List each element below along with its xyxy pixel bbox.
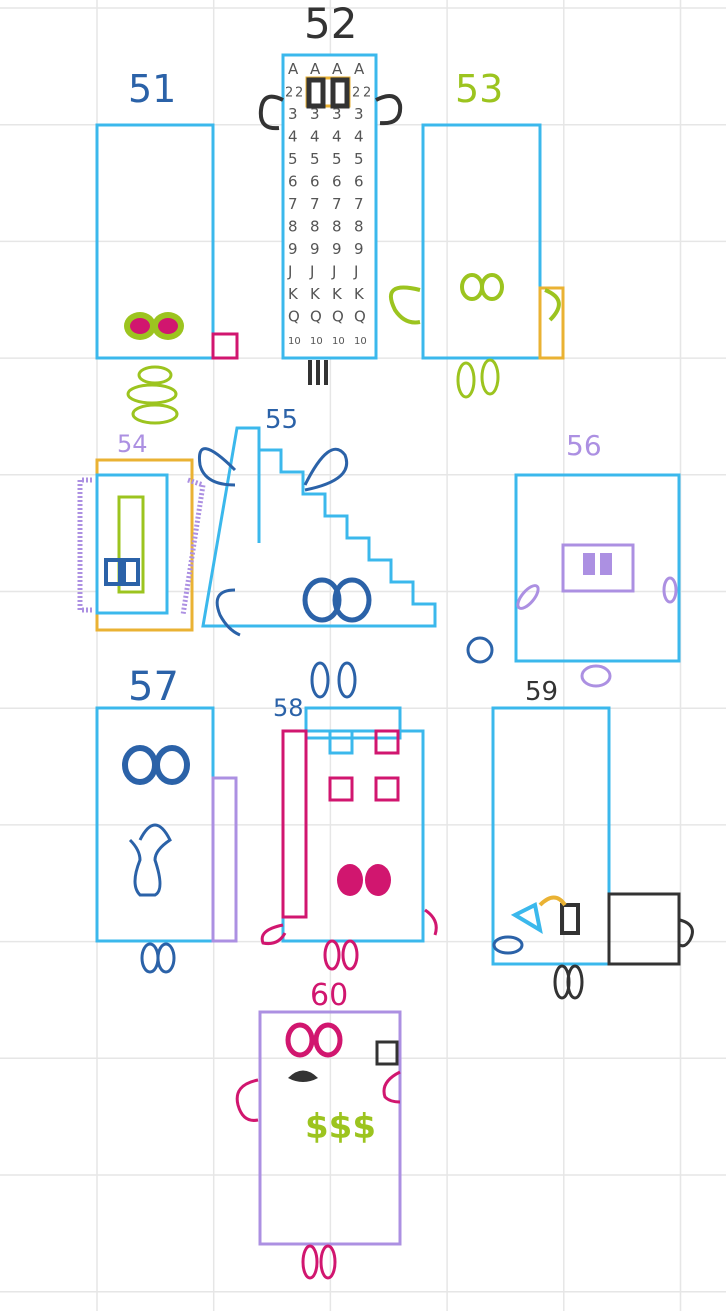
- card-value: 7: [332, 195, 342, 213]
- card-value: Q: [354, 308, 366, 326]
- label-51: 51: [128, 67, 176, 111]
- eye-icon: [330, 77, 350, 109]
- card-value: Q: [288, 308, 300, 326]
- label-52: 52: [304, 0, 357, 48]
- card-value: 4: [354, 128, 364, 146]
- card-value: 10: [332, 336, 345, 347]
- card-value: A: [288, 60, 299, 78]
- card-value: K: [310, 285, 321, 303]
- label-55: 55: [265, 405, 298, 435]
- card-value: 5: [332, 150, 342, 168]
- card-value: 3: [310, 105, 320, 123]
- card-value: 4: [288, 128, 298, 146]
- card-value: 6: [332, 173, 342, 191]
- card-value: J: [331, 263, 336, 281]
- card-value: 4: [310, 128, 320, 146]
- character-58: 58: [260, 694, 438, 971]
- card-value: A: [310, 60, 321, 78]
- card-value: 10: [288, 336, 301, 347]
- character-56: 56: [514, 429, 681, 688]
- card-value: 6: [354, 173, 364, 191]
- character-54: 54: [77, 430, 206, 632]
- card-value: 8: [310, 218, 320, 236]
- card-value: 2: [285, 86, 293, 101]
- label-57: 57: [128, 664, 179, 710]
- card-value: 5: [354, 150, 364, 168]
- card-value: J: [309, 263, 314, 281]
- card-value: K: [288, 285, 299, 303]
- card-value: 3: [288, 105, 298, 123]
- card-value: 2: [295, 86, 303, 101]
- card-value: 10: [310, 336, 323, 347]
- card-value: 5: [288, 150, 298, 168]
- card-value: Q: [310, 308, 322, 326]
- card-value: J: [353, 263, 358, 281]
- label-56: 56: [566, 429, 602, 462]
- card-value: 9: [332, 240, 342, 258]
- card-value: 6: [310, 173, 320, 191]
- card-value: 2: [363, 86, 371, 101]
- eyes-icon: [124, 312, 184, 340]
- card-value: K: [332, 285, 343, 303]
- card-value: Q: [332, 308, 344, 326]
- label-54: 54: [117, 430, 148, 458]
- card-value: 9: [354, 240, 364, 258]
- character-55: 55: [197, 405, 494, 699]
- label-58: 58: [273, 694, 304, 722]
- money-text: $$$: [305, 1107, 376, 1147]
- feet-icon: [126, 365, 179, 425]
- character-51: 51: [95, 67, 239, 425]
- character-60: 60 $$$: [235, 978, 402, 1280]
- card-value: 3: [332, 105, 342, 123]
- card-value: K: [354, 285, 365, 303]
- card-value: 8: [332, 218, 342, 236]
- label-53: 53: [455, 67, 503, 111]
- card-value: 5: [310, 150, 320, 168]
- card-value: 7: [310, 195, 320, 213]
- card-value: 10: [354, 336, 367, 347]
- card-value: 7: [354, 195, 364, 213]
- card-value: 7: [288, 195, 298, 213]
- card-value: 4: [332, 128, 342, 146]
- character-57: 57: [95, 664, 238, 974]
- card-value: J: [287, 263, 292, 281]
- label-60: 60: [310, 978, 348, 1013]
- character-53: 53: [388, 67, 565, 399]
- card-value: 9: [310, 240, 320, 258]
- calculator-icon: [375, 1040, 399, 1066]
- character-59: 59: [491, 677, 694, 1000]
- card-value: A: [332, 60, 343, 78]
- card-value: A: [354, 60, 365, 78]
- label-59: 59: [525, 677, 558, 707]
- card-value: 6: [288, 173, 298, 191]
- card-value: 8: [354, 218, 364, 236]
- card-value: 3: [354, 105, 364, 123]
- mustache-icon: [288, 1070, 318, 1082]
- card-value: 2: [352, 86, 360, 101]
- eye-icon: [306, 77, 326, 109]
- card-value: 8: [288, 218, 298, 236]
- card-value: 9: [288, 240, 298, 258]
